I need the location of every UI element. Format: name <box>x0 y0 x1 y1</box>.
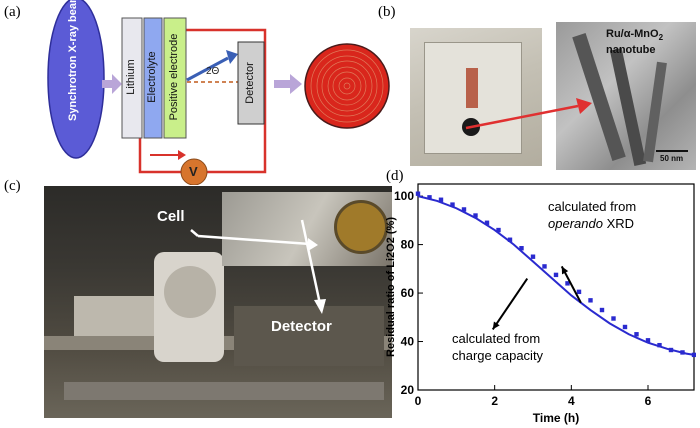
series-marker-operando <box>680 350 685 355</box>
diffracted-beam-arrow <box>186 56 229 82</box>
pointer-arrow-b <box>465 98 592 130</box>
series-marker-operando <box>415 191 421 196</box>
y-axis-label: Residual ratio of Li2O2 (%) <box>385 217 397 357</box>
flow-arrow-2 <box>274 74 302 94</box>
series-marker-operando <box>611 316 616 321</box>
stage-frame <box>74 296 154 336</box>
arrow-to-charge-curve <box>491 277 529 330</box>
plot-frame <box>417 183 695 391</box>
series-marker-operando <box>427 195 432 200</box>
detector-label-a: Detector <box>244 62 256 104</box>
arrow-to-operando-curve-head <box>561 266 569 275</box>
scale-bar-label: 50 nm <box>660 154 684 163</box>
series-marker-operando <box>553 272 559 278</box>
inset-detector <box>334 200 388 254</box>
cell-callout-label: Cell <box>157 208 185 225</box>
voltmeter-label: V <box>189 164 198 179</box>
current-arrow-head <box>178 150 186 160</box>
series-marker-operando <box>473 213 478 218</box>
series-marker-operando <box>530 254 536 259</box>
x-tick-label: 0 <box>415 394 422 408</box>
cell-photo <box>410 28 542 166</box>
series-marker-operando <box>622 324 628 330</box>
panel-label-b: (b) <box>378 4 396 20</box>
panel-label-a: (a) <box>4 4 21 20</box>
panel-label-d: (d) <box>386 168 404 184</box>
floor-equipment <box>234 306 384 366</box>
tem-caption: Ru/α-MnO2 nanotube <box>606 28 663 57</box>
series-marker-operando <box>496 227 501 233</box>
series-marker-operando <box>657 342 662 348</box>
annotation-operando-italic: operando <box>548 216 603 231</box>
positive-electrode-layer <box>163 17 187 139</box>
lithium-layer <box>121 17 143 139</box>
goniometer-head <box>164 266 216 318</box>
series-marker-operando <box>634 332 639 337</box>
tem-caption-subscript: 2 <box>658 33 664 43</box>
beam-label: Synchrotron X-ray beam <box>67 0 79 121</box>
detector-callout-label: Detector <box>271 318 332 335</box>
series-marker-operando <box>599 307 605 313</box>
callout-arrows-c <box>190 219 326 314</box>
diffraction-ring-pattern <box>304 43 390 129</box>
electrolyte-label: Electrolyte <box>146 51 158 103</box>
series-marker-operando <box>450 202 455 207</box>
series-marker-operando <box>461 207 467 212</box>
annotation-charge-capacity: calculated from charge capacity <box>452 330 543 364</box>
annotation-operando-rest: XRD <box>602 216 635 231</box>
y-tick-label: 20 <box>401 383 415 397</box>
tem-caption-line2: nanotube <box>606 44 656 57</box>
annotation-charge-line2: charge capacity <box>452 348 544 363</box>
y-tick-label: 80 <box>401 238 415 252</box>
series-marker-operando <box>542 264 547 269</box>
annotation-charge-line1: calculated from <box>452 331 541 346</box>
x-tick-label: 2 <box>491 394 498 408</box>
circuit-wire <box>138 28 267 174</box>
voltmeter-circle <box>180 158 208 185</box>
panel-a-schematic <box>47 0 390 185</box>
tem-image: Ru/α-MnO2 nanotube 50 nm <box>556 22 696 170</box>
diffracted-beam-arrowhead <box>226 50 238 64</box>
xray-beam-ellipse <box>47 0 105 159</box>
series-marker-operando <box>576 289 582 295</box>
cell-tab <box>466 68 478 108</box>
annotation-operando-line1: calculated from <box>548 199 637 214</box>
series-marker-operando <box>691 352 696 358</box>
y-tick-label: 60 <box>401 286 415 300</box>
series-marker-operando <box>484 220 490 225</box>
scale-bar-line <box>656 150 688 152</box>
nanotube-3 <box>643 61 667 163</box>
panel-label-c: (c) <box>4 178 21 194</box>
two-theta-label: 2Θ <box>206 66 220 77</box>
series-marker-operando <box>507 237 513 242</box>
series-marker-operando <box>438 197 444 202</box>
x-tick-label: 6 <box>645 394 652 408</box>
rail-lower <box>64 382 384 400</box>
electrolyte-layer <box>143 17 163 139</box>
x-axis-label: Time (h) <box>533 411 579 425</box>
series-marker-operando <box>668 347 674 353</box>
series-marker-operando <box>519 246 524 251</box>
lithium-label: Lithium <box>125 59 137 95</box>
x-tick-label: 4 <box>568 394 575 408</box>
positive-electrode-label: Positive electrode <box>168 33 180 121</box>
series-marker-operando <box>645 338 651 343</box>
annotation-operando: calculated from operando XRD <box>548 198 636 232</box>
series-marker-operando <box>565 281 570 286</box>
beamline-photo <box>44 186 392 418</box>
series-marker-operando <box>588 298 593 303</box>
arrow-to-charge-curve-head <box>492 321 500 330</box>
flow-arrow-1 <box>102 74 122 94</box>
y-tick-label: 40 <box>401 335 415 349</box>
detector-box <box>237 41 265 125</box>
tem-caption-main: Ru/α-MnO <box>606 28 659 40</box>
y-tick-label: 100 <box>394 189 414 203</box>
